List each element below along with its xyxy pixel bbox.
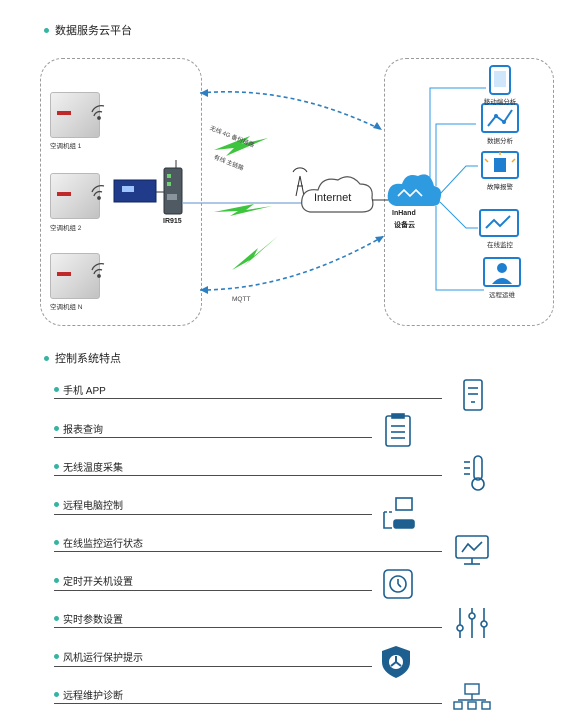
feature-item: 远程电脑控制 <box>54 497 123 512</box>
feature-label: 远程维护诊断 <box>63 691 123 702</box>
feature-label: 手机 APP <box>63 386 106 397</box>
service-connectors <box>429 87 486 291</box>
monitor-icon <box>479 209 519 237</box>
alarm-icon <box>481 151 519 179</box>
ac-unit-1-label: 空调机组 1 <box>50 143 82 150</box>
ac-unit-2 <box>50 173 100 219</box>
feature-label: 远程电脑控制 <box>63 501 123 512</box>
bullet-dot <box>54 426 59 431</box>
wifi-icon <box>91 184 105 200</box>
data-link-top <box>199 90 383 131</box>
feature-divider <box>54 703 442 704</box>
wifi-icon <box>91 104 105 120</box>
feature-label: 风机运行保护提示 <box>63 653 143 664</box>
diagram-graphics <box>91 65 521 294</box>
remote-ops-icon <box>483 257 521 287</box>
protocol-label: MQTT <box>232 296 251 303</box>
service-label-monitor: 在线监控 <box>487 242 513 249</box>
ac-unit-n <box>50 253 100 299</box>
bullet-dot <box>54 502 59 507</box>
feature-item: 在线监控运行状态 <box>54 535 143 550</box>
bullet-dot <box>44 27 49 33</box>
bullet-dot <box>54 654 59 659</box>
thermometer-icon <box>464 455 485 491</box>
feature-label: 无线温度采集 <box>63 463 123 474</box>
feature-divider <box>54 475 442 476</box>
router-label: IR915 <box>163 218 182 225</box>
feature-divider <box>54 514 372 515</box>
feature-item: 风机运行保护提示 <box>54 649 143 664</box>
feature-label: 实时参数设置 <box>63 615 123 626</box>
inhand-cloud-icon <box>387 174 442 206</box>
bullet-dot <box>54 616 59 621</box>
feature-divider <box>54 627 442 628</box>
platform-title-text: 数据服务云平台 <box>55 25 132 37</box>
ac-unit-n-label: 空调机组 N <box>50 304 83 311</box>
remote-computer-icon <box>383 497 415 529</box>
features-title-text: 控制系统特点 <box>55 353 121 365</box>
feature-item: 手机 APP <box>54 382 106 397</box>
timer-icon <box>383 569 413 599</box>
feature-label: 在线监控运行状态 <box>63 539 143 550</box>
bullet-dot <box>54 692 59 697</box>
feature-item: 无线温度采集 <box>54 459 123 474</box>
antenna-tower-icon <box>292 167 308 197</box>
data-analysis-icon <box>481 103 519 133</box>
features-section-title: 控制系统特点 <box>44 350 121 366</box>
mobile-icon <box>489 65 511 95</box>
feature-item: 报表查询 <box>54 421 103 436</box>
cloud-label-line1: InHand <box>392 210 416 217</box>
feature-label: 定时开关机设置 <box>63 577 133 588</box>
controller-panel <box>113 179 157 203</box>
feature-label: 报表查询 <box>63 425 103 436</box>
bullet-dot <box>44 355 49 361</box>
feature-item: 远程维护诊断 <box>54 687 123 702</box>
controller-screen <box>122 186 134 192</box>
feature-item: 实时参数设置 <box>54 611 123 626</box>
network-icon <box>453 683 491 710</box>
data-link-bottom <box>199 235 385 291</box>
bullet-dot <box>54 540 59 545</box>
internet-cloud <box>301 176 374 213</box>
bullet-dot <box>54 464 59 469</box>
ac-unit-1 <box>50 92 100 138</box>
feature-divider <box>54 437 372 438</box>
service-label-mobile: 移动端分析 <box>483 99 517 106</box>
lightning-icon <box>232 236 278 270</box>
cloud-label-line2: 设备云 <box>394 222 415 229</box>
feature-divider <box>54 590 372 591</box>
bullet-dot <box>54 578 59 583</box>
service-label-remote-ops: 远程运维 <box>489 292 515 299</box>
feature-divider <box>54 551 442 552</box>
feature-divider <box>54 666 372 667</box>
monitor-icon <box>455 535 489 565</box>
feature-item: 定时开关机设置 <box>54 573 133 588</box>
platform-section-title: 数据服务云平台 <box>44 22 132 38</box>
feature-divider <box>54 398 442 399</box>
sliders-icon <box>456 608 488 638</box>
phone-icon <box>463 379 483 411</box>
bullet-dot <box>54 387 59 392</box>
service-label-alarm: 故障报警 <box>487 184 513 191</box>
wifi-icon <box>91 262 105 278</box>
router-device <box>163 167 183 215</box>
lightning-icon <box>214 204 272 216</box>
feature-icons <box>382 379 491 710</box>
report-icon <box>385 413 411 447</box>
internet-label: Internet <box>314 192 352 204</box>
service-label-data-analysis: 数据分析 <box>487 138 513 145</box>
lightning-icon <box>214 136 268 156</box>
ac-unit-2-label: 空调机组 2 <box>50 225 82 232</box>
fan-shield-icon <box>382 646 410 678</box>
